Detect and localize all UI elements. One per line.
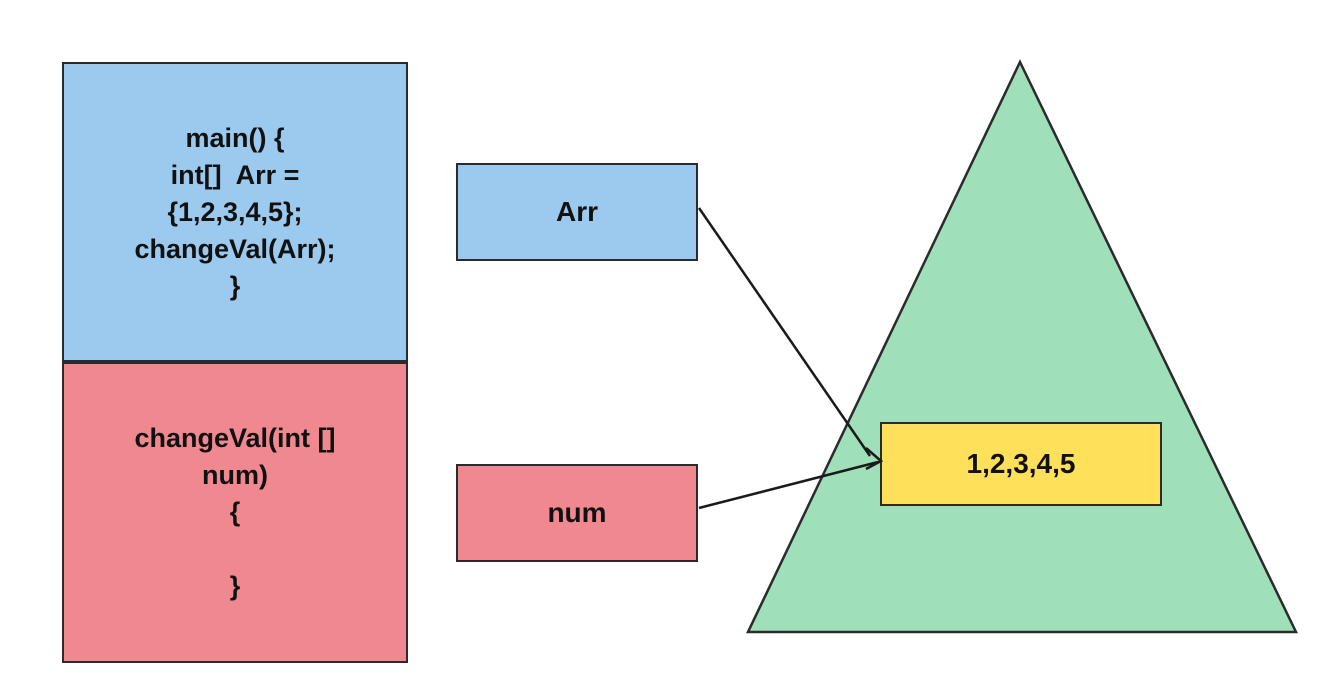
main-code-line: main() { (185, 122, 285, 153)
arrow-num-to-array (698, 460, 879, 510)
heap-array-object: 1,2,3,4,5 (880, 422, 1162, 506)
heap-triangle (746, 59, 1298, 634)
changeval-code-line: } (229, 571, 241, 601)
changeval-code-line: changeVal(int [] (134, 423, 336, 453)
reference-num-label: num (547, 497, 607, 528)
changeval-code-line: num) (202, 460, 268, 490)
changeval-code-line (231, 531, 239, 568)
reference-arr-label: Arr (555, 196, 598, 227)
reference-arr-box: Arr (456, 163, 698, 261)
main-code-line: } (229, 270, 241, 301)
main-code-line: changeVal(Arr); (134, 233, 336, 264)
heap-array-values: 1,2,3,4,5 (966, 448, 1076, 479)
changeval-code-line: { (229, 497, 241, 527)
stack-frame-main: main() { int[] Arr = {1,2,3,4,5}; change… (62, 62, 408, 362)
main-code-line: {1,2,3,4,5}; (167, 196, 303, 227)
arrowhead-icon (865, 447, 884, 471)
main-code-line: int[] Arr = (170, 159, 300, 190)
reference-num-box: num (456, 464, 698, 562)
stack-frame-changeval: changeVal(int [] num) { } (62, 362, 408, 663)
arrow-arr-to-array (697, 207, 872, 457)
